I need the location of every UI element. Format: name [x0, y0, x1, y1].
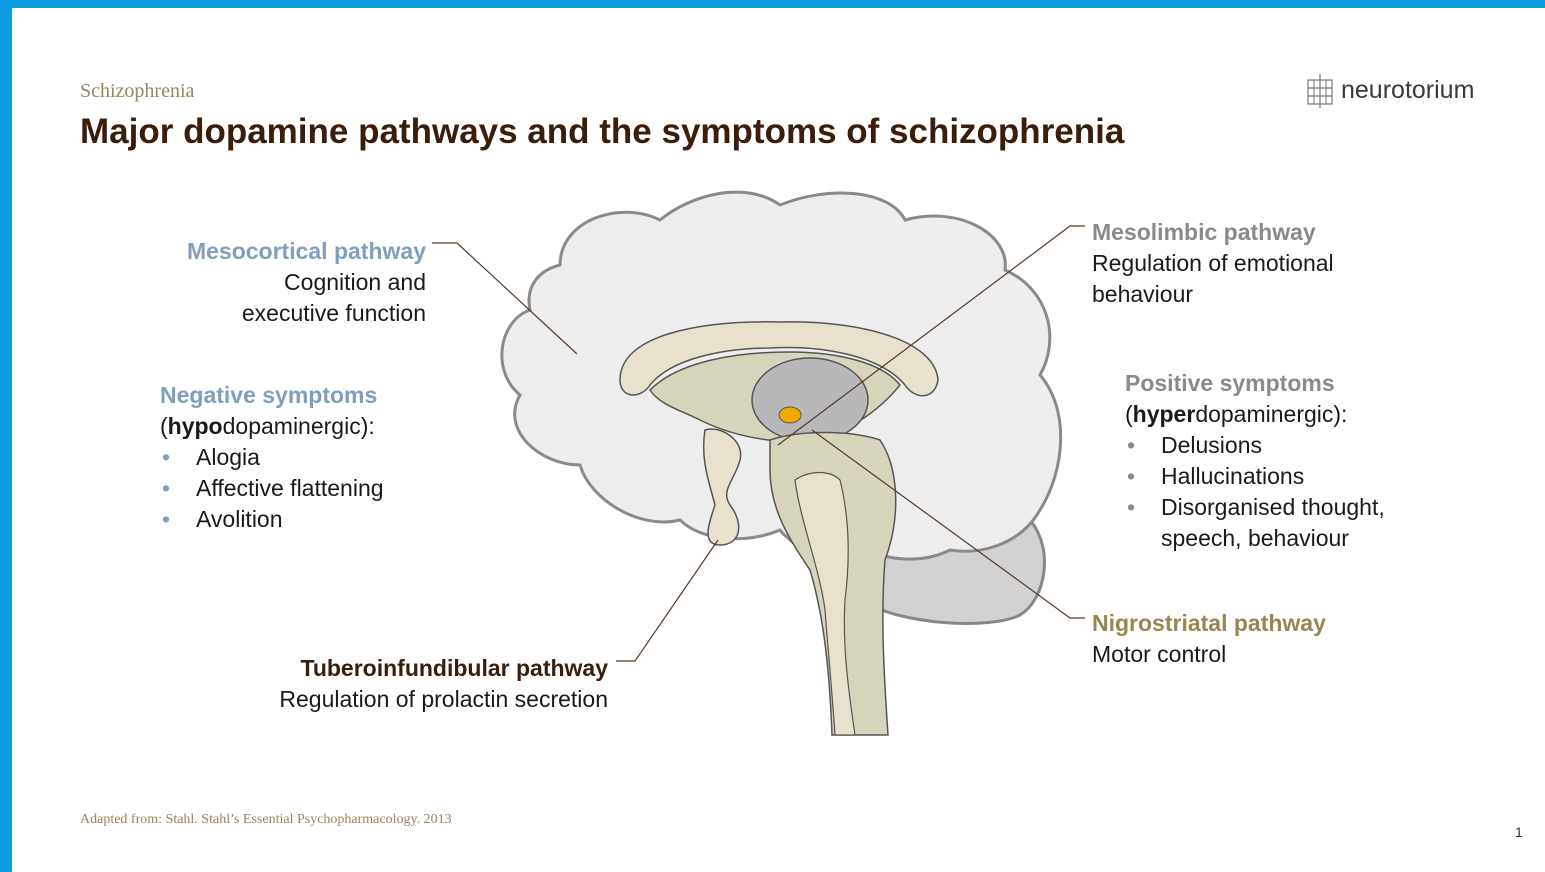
negative-symptoms-block: Negative symptoms (hypodopaminergic): • A…: [160, 380, 384, 535]
list-item-text: speech, behaviour: [1161, 525, 1349, 551]
vta-nucleus: [779, 407, 801, 423]
list-item-text: Delusions: [1161, 432, 1262, 458]
mesocortical-title: Mesocortical pathway: [150, 236, 426, 267]
nigrostriatal-desc: Motor control: [1092, 639, 1326, 670]
list-item-continuation: speech, behaviour: [1125, 523, 1385, 554]
list-item: • Affective flattening: [160, 473, 384, 504]
bullet-icon: •: [1127, 492, 1135, 523]
positive-symptoms-title: Positive symptoms: [1125, 368, 1385, 399]
list-item: • Avolition: [160, 504, 384, 535]
bullet-icon: •: [1127, 461, 1135, 492]
list-item-text: Affective flattening: [196, 475, 384, 501]
mesolimbic-desc-line2: behaviour: [1092, 279, 1334, 310]
tuberoinfundibular-leader-line: [616, 540, 718, 661]
bullet-icon: •: [162, 442, 170, 473]
mesolimbic-desc-line1: Regulation of emotional: [1092, 248, 1334, 279]
negative-symptoms-subtitle: (hypodopaminergic):: [160, 411, 384, 442]
positive-prefix: hyper: [1133, 401, 1196, 427]
negative-prefix: hypo: [168, 413, 223, 439]
positive-symptoms-subtitle: (hyperdopaminergic):: [1125, 399, 1385, 430]
nigrostriatal-title: Nigrostriatal pathway: [1092, 608, 1326, 639]
thalamus: [752, 358, 868, 442]
list-item-text: Alogia: [196, 444, 260, 470]
mesocortical-block: Mesocortical pathway Cognition and execu…: [150, 236, 426, 329]
list-item: • Hallucinations: [1125, 461, 1385, 492]
positive-suffix: dopaminergic):: [1195, 401, 1347, 427]
mesocortical-desc-line2: executive function: [150, 298, 426, 329]
list-item: • Alogia: [160, 442, 384, 473]
bullet-icon: •: [1127, 430, 1135, 461]
page-number: 1: [1515, 824, 1523, 840]
positive-open-paren: (: [1125, 401, 1133, 427]
list-item-text: Avolition: [196, 506, 283, 532]
negative-suffix: dopaminergic):: [223, 413, 375, 439]
bullet-icon: •: [162, 504, 170, 535]
negative-symptoms-list: • Alogia • Affective flattening • Avolition: [160, 442, 384, 535]
nigrostriatal-block: Nigrostriatal pathway Motor control: [1092, 608, 1326, 670]
positive-symptoms-list: • Delusions • Hallucinations • Disorganised…: [1125, 430, 1385, 554]
mesolimbic-block: Mesolimbic pathway Regulation of emotion…: [1092, 217, 1334, 310]
list-item: • Delusions: [1125, 430, 1385, 461]
list-item-text: Disorganised thought,: [1161, 494, 1385, 520]
bullet-icon: •: [162, 473, 170, 504]
list-item: • Disorganised thought,: [1125, 492, 1385, 523]
list-item-text: Hallucinations: [1161, 463, 1304, 489]
negative-open-paren: (: [160, 413, 168, 439]
tuberoinfundibular-block: Tuberoinfundibular pathway Regulation of…: [200, 653, 608, 715]
tuberoinfundibular-title: Tuberoinfundibular pathway: [200, 653, 608, 684]
mesocortical-desc-line1: Cognition and: [150, 267, 426, 298]
negative-symptoms-title: Negative symptoms: [160, 380, 384, 411]
mesolimbic-title: Mesolimbic pathway: [1092, 217, 1334, 248]
positive-symptoms-block: Positive symptoms (hyperdopaminergic): •…: [1125, 368, 1385, 554]
source-footnote: Adapted from: Stahl. Stahl’s Essential P…: [80, 812, 452, 828]
tuberoinfundibular-desc: Regulation of prolactin secretion: [200, 684, 608, 715]
